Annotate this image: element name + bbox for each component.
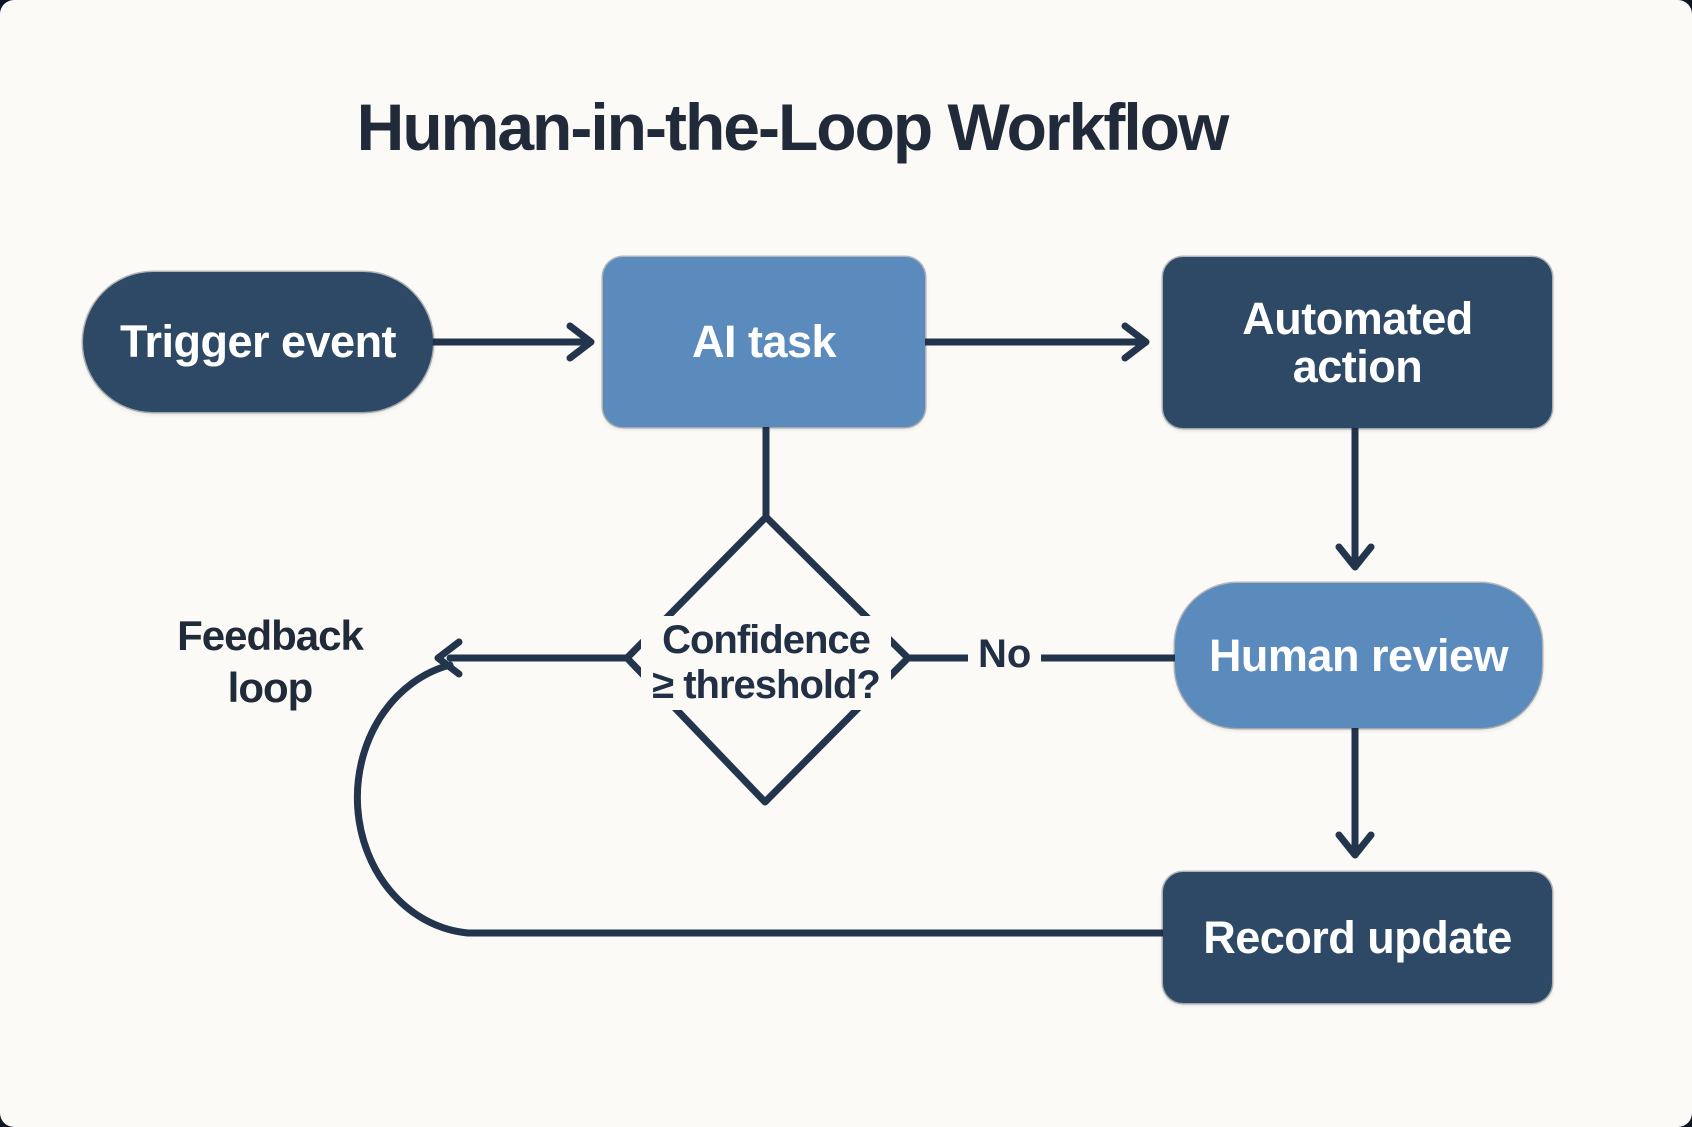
- node-ai-task-label: AI task: [691, 316, 837, 368]
- edge-label-no: No: [968, 630, 1042, 678]
- node-record-update-label: Record update: [1203, 911, 1512, 963]
- node-trigger-event: Trigger event: [83, 272, 433, 412]
- diagram-title: Human-in-the-Loop Workflow: [356, 90, 1230, 164]
- feedback-loop-label-line2: loop: [227, 664, 314, 711]
- feedback-loop-label-line1: Feedback: [177, 612, 364, 659]
- feedback-loop-label: Feedback loop: [118, 610, 422, 714]
- node-human-review-label: Human review: [1208, 629, 1509, 681]
- decision-diamond-outline: [623, 513, 912, 806]
- node-automated-action-label: Automated action: [1242, 292, 1473, 392]
- node-ai-task: AI task: [603, 257, 925, 427]
- arrow-head-down-icon: [1335, 543, 1375, 571]
- arrow-head-down-icon: [1335, 831, 1375, 859]
- arrow-head-right-icon: [566, 322, 595, 362]
- node-human-review: Human review: [1175, 583, 1542, 728]
- node-record-update: Record update: [1163, 872, 1552, 1003]
- arrow-head-left-icon: [434, 638, 463, 678]
- arrow-head-right-icon: [1121, 322, 1150, 362]
- decision-label-line2: ≥ threshold?: [652, 663, 881, 707]
- decision-label-line1: Confidence: [662, 618, 871, 662]
- node-automated-action: Automated action: [1163, 257, 1552, 428]
- edge-feedback-loop-curve: [353, 661, 1167, 937]
- node-trigger-event-label: Trigger event: [119, 316, 397, 368]
- decision-label: Confidence ≥ threshold?: [641, 616, 891, 710]
